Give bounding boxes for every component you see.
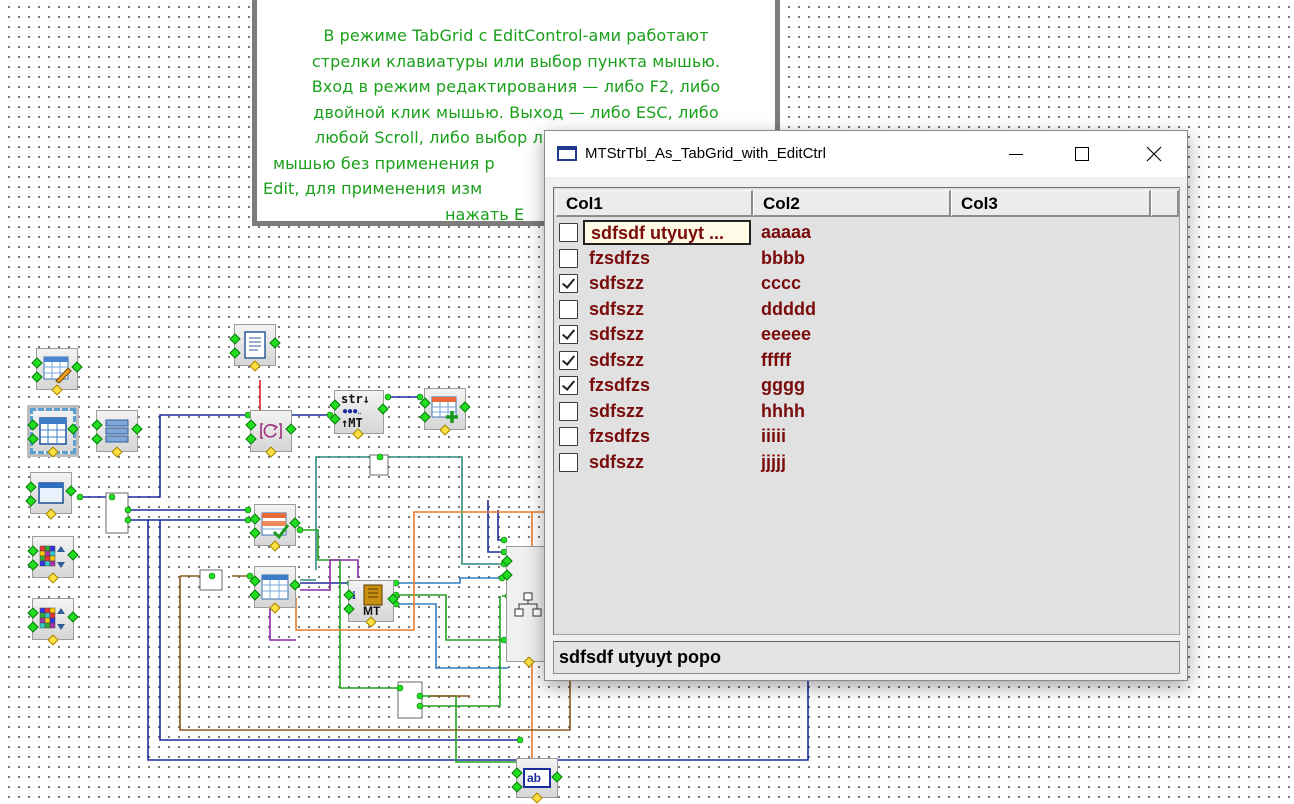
table-row[interactable]: sdfszz ddddd [559,297,1159,322]
text-document-icon[interactable] [229,324,281,372]
table-add-icon[interactable] [419,388,471,436]
loop-icon[interactable] [245,410,297,458]
mt-info-icon[interactable]: i MT [343,580,399,628]
table-rows-icon[interactable] [249,566,301,614]
help-note-line: нажать E [445,204,525,224]
connector-port[interactable] [27,419,39,431]
row-checkbox[interactable] [559,427,578,446]
mt-label: ↑MT [341,416,363,430]
cell-col1[interactable]: sdfszz [589,324,645,344]
close-icon [1146,146,1162,162]
row-checkbox[interactable] [559,401,578,421]
cell-col1[interactable]: sdfszz [589,349,645,370]
window-title: MTStrTbl_As_TabGrid_with_EditCtrl [585,145,826,162]
column-header-col1[interactable]: Col1 [556,190,753,217]
edit-text-icon[interactable]: ab [511,758,563,804]
cell-edit-control[interactable]: sdfsdf utyuyt ... [583,220,751,245]
cell-col1[interactable]: fzsdfzs [589,247,651,268]
row-checkbox[interactable] [559,274,578,293]
table-row[interactable]: sdfszz cccc [559,271,1159,296]
window-client-area: Col1 Col2 Col3 sdfsdf utyuyt ... aaaaa fzs… [553,185,1181,676]
close-button[interactable] [1131,131,1177,177]
table-row[interactable]: fzsdfzs gggg [559,373,1159,398]
cell-col2[interactable]: bbbb [761,247,805,268]
list-rows-icon[interactable] [91,410,143,458]
table-check-icon[interactable] [249,504,301,552]
str-label: str↓ [341,392,370,406]
cell-col2[interactable]: aaaaa [761,222,812,242]
table-row[interactable]: sdfszz eeeee [559,322,1159,347]
connector-port[interactable] [27,433,39,445]
color-grid-icon-1[interactable] [27,536,79,584]
string-to-mt-icon[interactable]: str↓ ●●●.. ↑MT [329,390,389,440]
cell-col2[interactable]: hhhh [761,400,805,421]
dots-label: ●●●.. [342,406,362,417]
edit-text-label: ab [523,768,551,788]
help-note-line: Вход в режим редактирования — либо F2, л… [311,77,721,96]
info-label: i [352,591,356,602]
table-row[interactable]: sdfszz jjjjj [559,450,1159,475]
table-row[interactable]: sdfsdf utyuyt ... aaaaa [559,220,1159,245]
row-checkbox[interactable] [559,452,578,472]
help-note-panel: В режиме TabGrid с EditControl-ами работ… [252,0,780,226]
cell-col1[interactable]: fzsdfzs [589,375,651,395]
help-note-line: двойной клик мышью. Выход — либо ESC, ли… [313,102,719,122]
cell-col2[interactable]: fffff [761,349,791,370]
table-row[interactable]: sdfszz hhhh [559,399,1159,424]
help-note-line: мышью без применения р [273,153,495,173]
app-window: MTStrTbl_As_TabGrid_with_EditCtrl Col1 C… [544,130,1188,681]
cell-col2[interactable]: eeeee [761,324,812,344]
maximize-icon [1075,147,1089,161]
connector-port[interactable] [531,792,543,804]
row-checkbox[interactable] [559,376,578,395]
table-row[interactable]: fzsdfzs iiiii [559,424,1159,449]
cell-col2[interactable]: jjjjj [761,451,787,472]
column-header-filler [1151,190,1179,217]
cell-col2[interactable]: cccc [761,273,802,293]
cell-col1[interactable]: sdfszz [589,451,645,472]
grid-table-icon[interactable] [27,408,79,458]
minimize-button[interactable] [993,131,1039,177]
cell-col2[interactable]: gggg [761,375,805,395]
tab-grid[interactable]: Col1 Col2 Col3 sdfsdf utyuyt ... aaaaa fzs… [553,187,1180,635]
row-checkbox[interactable] [559,325,578,344]
cell-col2[interactable]: ddddd [761,298,816,319]
title-bar[interactable]: MTStrTbl_As_TabGrid_with_EditCtrl [545,131,1187,177]
cell-col1[interactable]: sdfszz [589,298,645,319]
mt-info-label: MT [363,604,381,618]
cell-col2[interactable]: iiiii [761,426,787,446]
table-row[interactable]: sdfszz fffff [559,348,1159,373]
column-header-col2[interactable]: Col2 [753,190,951,217]
cell-col1[interactable]: sdfszz [589,273,645,293]
help-note-line: стрелки клавиатуры или выбор пункта мышь… [311,51,721,71]
color-grid-icon-2[interactable] [27,598,79,646]
cell-col1[interactable]: fzsdfzs [589,426,651,446]
cell-col1[interactable]: sdfszz [589,400,645,421]
window-form-icon[interactable] [25,472,77,520]
row-checkbox[interactable] [559,223,578,242]
maximize-button[interactable] [1059,131,1105,177]
app-window-icon [557,146,577,161]
minimize-icon [1009,154,1023,155]
column-header-col3[interactable]: Col3 [951,190,1151,217]
table-row[interactable]: fzsdfzs bbbb [559,246,1159,271]
status-edit-field[interactable]: sdfsdf utyuyt popo [553,641,1180,674]
row-checkbox[interactable] [559,299,578,319]
row-checkbox[interactable] [559,350,578,370]
help-note-line: Edit, для применения изм [263,179,483,198]
table-edit-icon[interactable] [31,348,83,396]
row-checkbox[interactable] [559,248,578,268]
help-note-line: В режиме TabGrid с EditControl-ами работ… [323,26,709,45]
